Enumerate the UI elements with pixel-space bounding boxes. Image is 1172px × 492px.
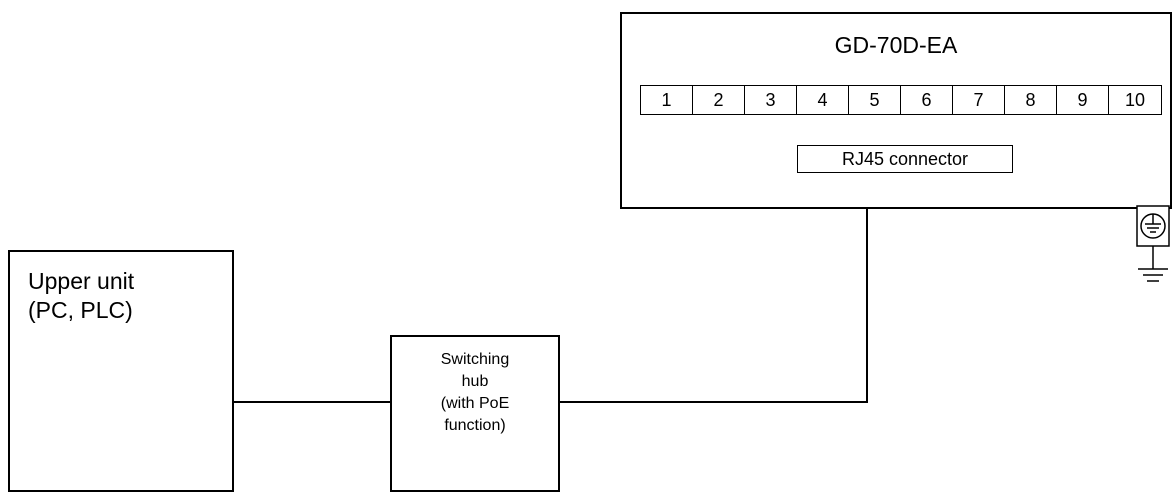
- upper-unit-label: Upper unit (PC, PLC): [28, 267, 134, 325]
- terminal-9: 9: [1057, 86, 1109, 114]
- connector-line-upper-to-hub: [234, 401, 390, 403]
- upper-unit-box: Upper unit (PC, PLC): [8, 250, 234, 492]
- hub-label-line-4: function): [444, 417, 506, 434]
- terminal-3: 3: [745, 86, 797, 114]
- hub-label-line-2: hub: [461, 373, 489, 390]
- rj45-connector: RJ45 connector: [797, 145, 1013, 173]
- terminal-6: 6: [901, 86, 953, 114]
- hub-label-line-1: Switching: [440, 351, 510, 368]
- switching-hub-label: Switching hub (with PoE function): [392, 349, 558, 437]
- terminal-8: 8: [1005, 86, 1057, 114]
- upper-unit-title: Upper unit: [28, 268, 135, 294]
- terminal-10: 10: [1124, 90, 1146, 110]
- device-title: GD-70D-EA: [834, 32, 958, 58]
- terminal-5: 5: [849, 86, 901, 114]
- terminal-block: 1 2 3 4 5 6 7 8 9 10: [640, 85, 1162, 115]
- connector-line-hub-to-device: [560, 401, 868, 403]
- terminal-4: 4: [797, 86, 849, 114]
- terminal-2: 2: [693, 86, 745, 114]
- upper-unit-subtitle: (PC, PLC): [28, 297, 133, 323]
- ground-icon: [1136, 205, 1170, 282]
- connector-line-vertical: [866, 173, 868, 403]
- terminal-7: 7: [953, 86, 1005, 114]
- switching-hub-box: Switching hub (with PoE function): [390, 335, 560, 492]
- hub-label-line-3: (with PoE: [440, 395, 510, 412]
- terminal-1: 1: [641, 86, 693, 114]
